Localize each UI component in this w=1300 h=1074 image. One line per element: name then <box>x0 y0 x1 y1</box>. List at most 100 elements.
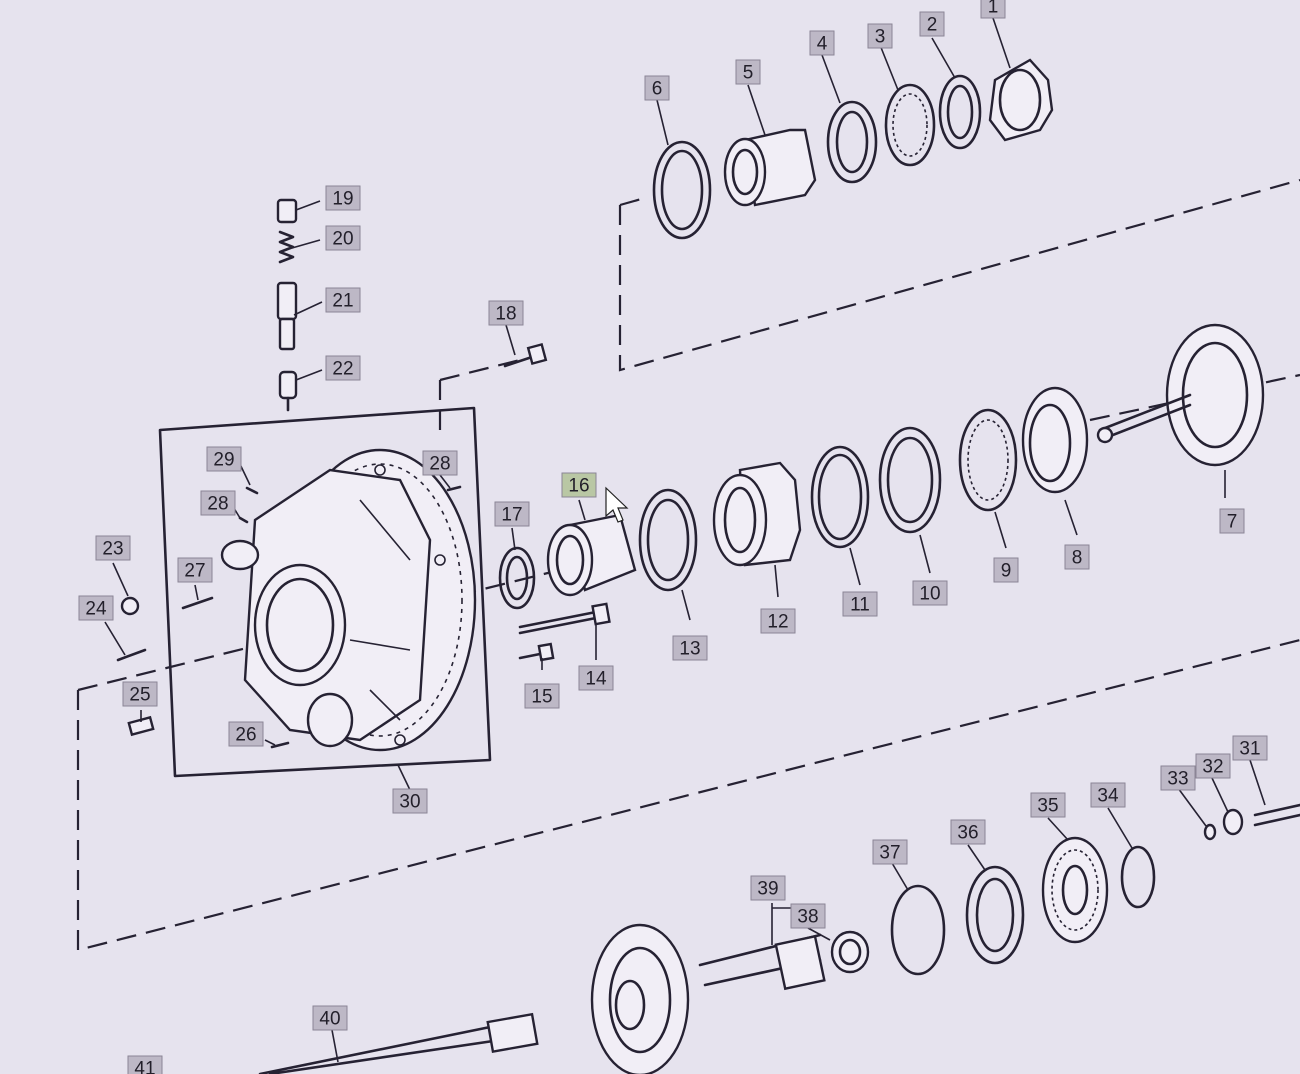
callout-24: 24 <box>78 595 114 621</box>
callout-number: 17 <box>501 505 522 526</box>
callout-box <box>228 721 264 747</box>
callout-8: 8 <box>1064 544 1090 570</box>
callout-27: 27 <box>177 557 213 583</box>
callout-number: 10 <box>919 584 940 605</box>
leader-lines <box>104 17 1266 1063</box>
part-40-shaft <box>258 1012 539 1074</box>
part-6-seal-ring <box>652 140 712 240</box>
callout-17: 17 <box>494 501 530 527</box>
part-15-screw <box>518 642 555 662</box>
callout-box <box>760 608 796 634</box>
callout-number: 14 <box>585 669 607 690</box>
callout-number: 39 <box>757 879 778 900</box>
callout-number: 6 <box>652 79 663 100</box>
callout-box <box>312 1005 348 1031</box>
callout-28: 28 <box>200 490 236 516</box>
callout-23: 23 <box>95 535 131 561</box>
callout-number: 13 <box>679 639 700 660</box>
callout-number: 21 <box>332 291 353 312</box>
callout-box <box>735 59 761 85</box>
part-11-ring <box>810 445 870 549</box>
callout-box <box>872 839 908 865</box>
callout-number: 31 <box>1239 739 1260 760</box>
callout-box <box>561 472 597 498</box>
callout-number: 4 <box>817 34 828 55</box>
part-17-ring <box>498 546 536 610</box>
callout-39: 39 <box>750 875 786 901</box>
callout-18: 18 <box>488 300 524 326</box>
callout-box <box>672 635 708 661</box>
callout-box <box>325 355 361 381</box>
callout-40: 40 <box>312 1005 348 1031</box>
callout-14: 14 <box>578 665 614 691</box>
callout-number: 40 <box>319 1009 340 1030</box>
callout-30: 30 <box>392 788 428 814</box>
callout-number: 3 <box>875 27 886 48</box>
part-5-sleeve <box>723 128 817 207</box>
part-21-valve <box>276 281 298 351</box>
callout-box <box>1090 782 1126 808</box>
callout-box <box>325 185 361 211</box>
callout-4: 4 <box>809 30 835 56</box>
part-14-bolt <box>518 602 611 635</box>
callout-box <box>993 557 1019 583</box>
callout-number: 18 <box>495 304 516 325</box>
callout-number: 33 <box>1167 769 1188 790</box>
callout-38: 38 <box>790 903 826 929</box>
callout-6: 6 <box>644 75 670 101</box>
callout-13: 13 <box>672 635 708 661</box>
callout-box <box>790 903 826 929</box>
part-18-screw <box>503 342 548 368</box>
callout-22: 22 <box>325 355 361 381</box>
callout-number: 19 <box>332 189 353 210</box>
bottom-row-parts <box>258 803 1300 1074</box>
part-34-snap-ring <box>1120 845 1156 909</box>
housing-frame <box>158 406 492 778</box>
callout-box <box>1030 792 1066 818</box>
callout-2: 2 <box>919 11 945 37</box>
callout-5: 5 <box>735 59 761 85</box>
callout-10: 10 <box>912 580 948 606</box>
callout-box <box>644 75 670 101</box>
callout-29: 29 <box>206 446 242 472</box>
callout-box <box>578 665 614 691</box>
callout-number: 41 <box>134 1059 155 1074</box>
part-4-washer <box>826 100 878 184</box>
part-38-bushing <box>830 930 870 974</box>
part-37-ring <box>890 884 946 976</box>
callout-26: 26 <box>228 721 264 747</box>
callout-box <box>1160 765 1196 791</box>
callout-box <box>127 1055 163 1074</box>
callout-labels: 1234567891011121314151617181920212223242… <box>78 0 1268 1074</box>
callout-21: 21 <box>325 287 361 313</box>
part-22-fitting <box>278 370 298 412</box>
callout-box <box>1232 735 1268 761</box>
callout-number: 8 <box>1072 548 1083 569</box>
callout-number: 38 <box>797 907 818 928</box>
callout-41: 41 <box>127 1055 163 1074</box>
part-20-spring <box>278 230 295 264</box>
callout-number: 34 <box>1097 786 1119 807</box>
part-36-ring <box>965 865 1025 965</box>
callout-number: 36 <box>957 823 978 844</box>
callout-3: 3 <box>867 23 893 49</box>
callout-box <box>524 683 560 709</box>
callout-number: 15 <box>531 687 552 708</box>
callout-number: 5 <box>743 63 754 84</box>
callout-box <box>842 591 878 617</box>
part-39-gear-shaft <box>590 923 826 1074</box>
callout-20: 20 <box>325 225 361 251</box>
callout-box <box>78 595 114 621</box>
callout-box <box>950 819 986 845</box>
callout-16: 16 <box>561 472 597 498</box>
callout-28: 28 <box>422 450 458 476</box>
callout-number: 11 <box>850 595 870 616</box>
callout-number: 23 <box>102 539 123 560</box>
callout-number: 7 <box>1227 512 1238 533</box>
callout-12: 12 <box>760 608 796 634</box>
part-9-bearing <box>958 408 1018 512</box>
callout-number: 24 <box>85 599 107 620</box>
part-10-ring <box>878 426 942 534</box>
callout-number: 30 <box>399 792 420 813</box>
